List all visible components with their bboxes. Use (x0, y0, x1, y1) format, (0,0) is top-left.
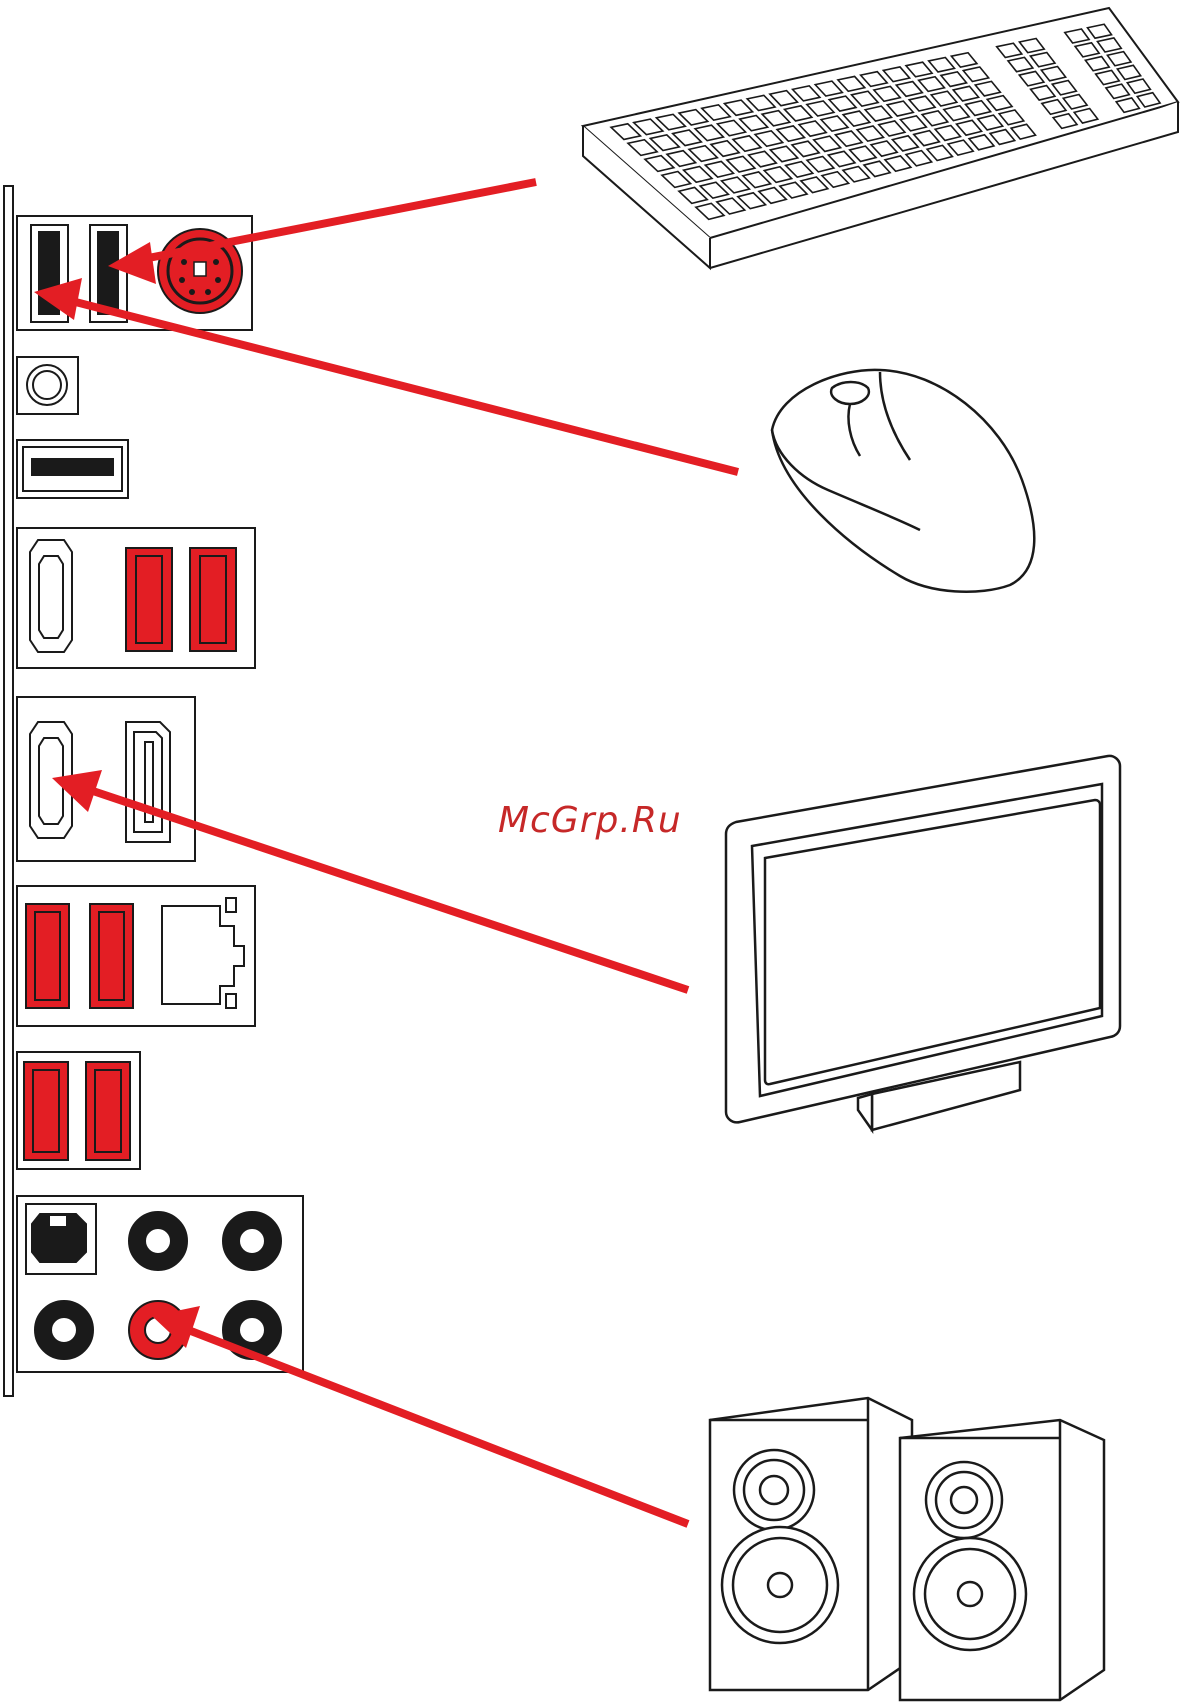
mouse-icon (772, 370, 1034, 592)
keyboard-icon (583, 8, 1178, 268)
arrow-speakers (178, 1326, 688, 1524)
monitor-icon (726, 756, 1120, 1130)
io-panel-edge (4, 186, 13, 1396)
arrow-mouse (60, 298, 738, 472)
watermark-text: McGrp.Ru (498, 800, 682, 841)
io-panel (4, 186, 303, 1396)
speakers-icon (710, 1398, 1104, 1700)
